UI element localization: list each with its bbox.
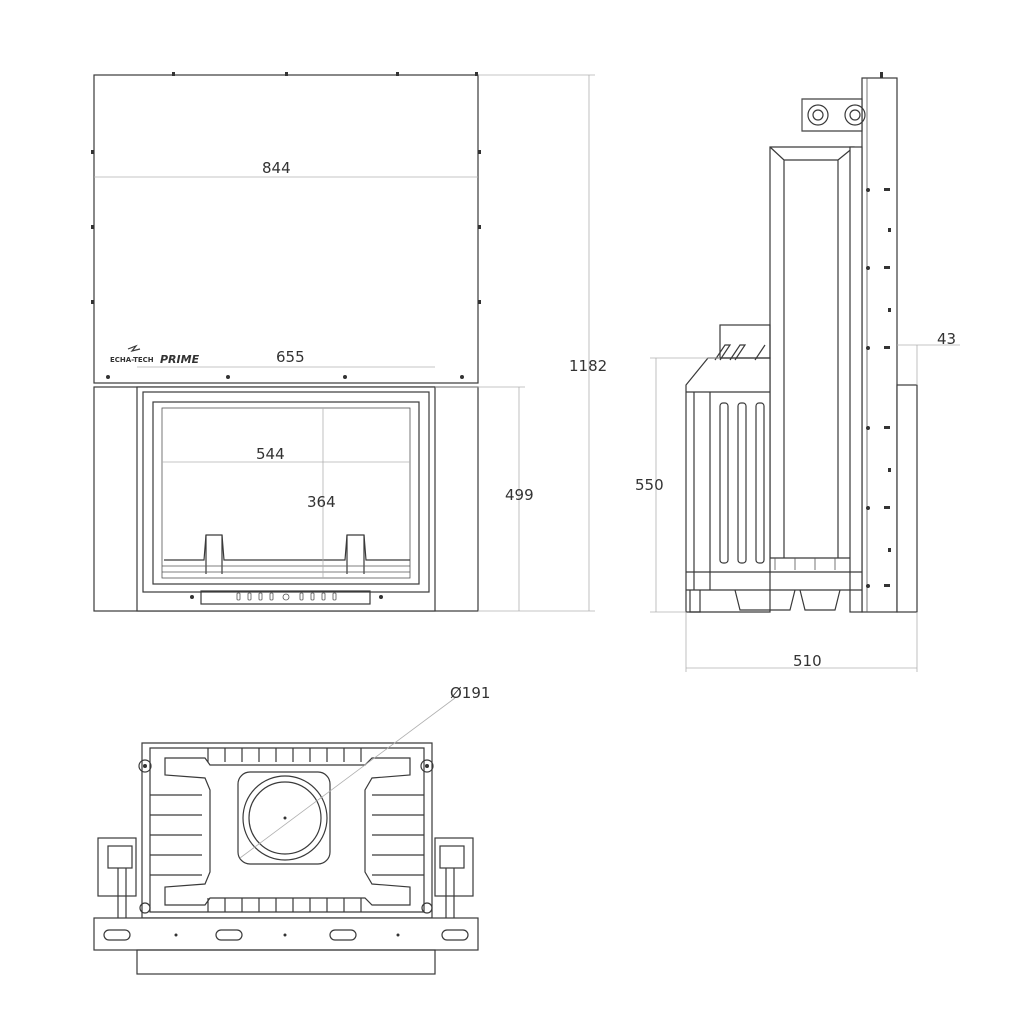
front-hood xyxy=(93,74,479,384)
dim-flue-diameter: Ø191 xyxy=(450,684,490,702)
dim-glass-height: 364 xyxy=(307,493,336,511)
side-rear-plate xyxy=(861,77,898,613)
door-frame xyxy=(136,386,436,612)
dim-glass-width: 544 xyxy=(256,445,285,463)
front-view: ECHA-TECH PRIME 844 655 544 364 499 1182 xyxy=(91,72,607,612)
dim-side-height: 550 xyxy=(635,476,664,494)
dim-side-depth: 510 xyxy=(793,652,822,670)
logo-brand-text: ECHA-TECH xyxy=(110,356,154,364)
brand-logo: ECHA-TECH PRIME xyxy=(110,344,200,366)
top-view: Ø191 xyxy=(93,684,490,975)
dim-offset: 43 xyxy=(937,330,956,348)
dim-opening-height: 499 xyxy=(505,486,534,504)
dim-front-width: 844 xyxy=(262,159,291,177)
logo-model-text: PRIME xyxy=(160,353,200,366)
dim-front-opening: 655 xyxy=(276,348,305,366)
dim-total-height: 1182 xyxy=(569,357,607,375)
side-view: 550 510 43 xyxy=(635,72,960,672)
